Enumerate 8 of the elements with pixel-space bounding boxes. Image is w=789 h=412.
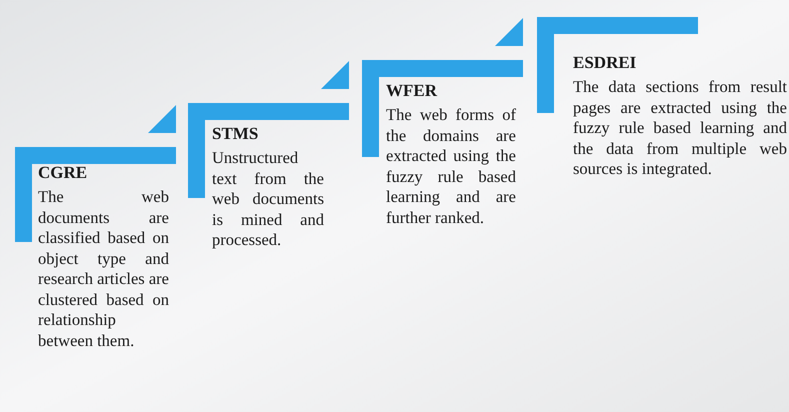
step-heading: ESDREI bbox=[573, 52, 638, 74]
step-heading: CGRE bbox=[38, 162, 88, 184]
step-heading: WFER bbox=[386, 80, 438, 102]
step-description: The data sections from result pages are extracted using the fuzzy rule based learning and the data from multiple web sources is integrated. bbox=[573, 77, 787, 180]
step-heading: STMS bbox=[212, 123, 260, 145]
step-description: Unstructured text from the web documents is mined and processed. bbox=[212, 148, 324, 250]
step-description: The web forms of the domains are extracted using the fuzzy rule based learning and are further ranked. bbox=[386, 105, 516, 228]
step-description: The web documents are classified based on object type and research articles are clustered based on relationship between them. bbox=[38, 187, 169, 351]
